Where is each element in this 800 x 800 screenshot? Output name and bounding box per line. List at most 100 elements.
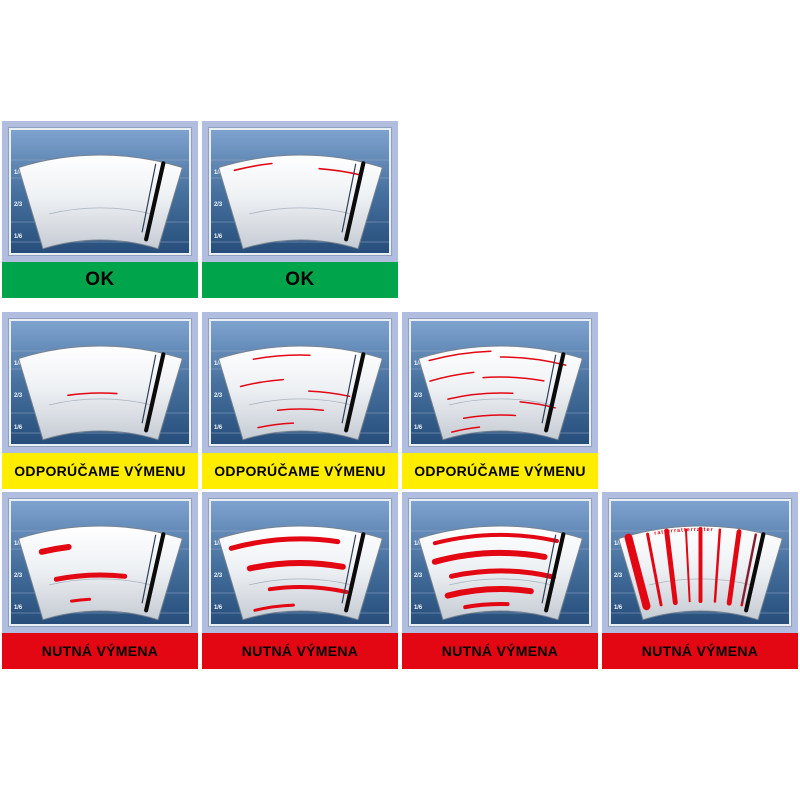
scale-label: 2/3 — [414, 393, 423, 399]
wear-streaks — [38, 544, 128, 603]
scale-label: 1/6 — [14, 605, 23, 611]
wear-streak — [70, 597, 92, 603]
wiper-blade — [544, 532, 566, 613]
wiper-blade — [144, 161, 166, 242]
blade-shadow-line — [541, 354, 557, 424]
wiper-blade — [144, 532, 166, 613]
wear-streak — [726, 529, 742, 606]
scale-label: 1/6 — [414, 605, 423, 611]
wiper-panel-frame: 1/6 2/3 1/6 — [8, 127, 192, 256]
wear-streak — [428, 350, 492, 362]
scale-label: 1/6 — [214, 425, 223, 431]
wear-streak — [257, 422, 295, 429]
wiper-test-image: 1/6 2/3 1/6 — [2, 312, 198, 453]
wiper-blade — [344, 352, 366, 433]
blade-shadow-line — [741, 534, 757, 604]
wiper-illustration: 1/6 2/3 1/6 ratterratterratter — [611, 501, 789, 624]
scale-label: 1/6 — [14, 541, 23, 547]
status-label-bar: NUTNÁ VÝMENA — [602, 633, 798, 669]
scale-label: 2/3 — [14, 573, 23, 579]
status-label-bar: ODPORÚČAME VÝMENU — [202, 453, 398, 489]
wiper-panel-frame: 1/6 2/3 1/6 — [8, 498, 192, 627]
wear-streaks — [67, 392, 118, 397]
wiper-test-card: 1/6 2/3 1/6 NUTNÁ VÝMENA — [202, 492, 398, 669]
wear-streak — [447, 392, 514, 400]
wear-streak — [684, 528, 691, 603]
wiper-test-card: 1/6 2/3 1/6 NUTNÁ VÝMENA — [402, 492, 598, 669]
wiper-test-card: 1/6 2/3 1/6 ratterratterratter NUTNÁ VÝM… — [602, 492, 798, 669]
card-row: 1/6 2/3 1/6 NUTNÁ VÝMENA — [2, 492, 798, 669]
scale-label: 1/6 — [14, 361, 23, 367]
status-label: OK — [85, 269, 115, 290]
wear-streak — [233, 162, 273, 172]
status-label-bar: ODPORÚČAME VÝMENU — [2, 453, 198, 489]
wear-streaks — [228, 536, 349, 612]
wear-streak — [308, 390, 351, 398]
wiper-illustration: 1/6 2/3 1/6 — [211, 130, 389, 253]
wiper-panel-frame: 1/6 2/3 1/6 — [208, 318, 392, 447]
wiper-illustration: 1/6 2/3 1/6 — [411, 321, 589, 444]
wiper-test-image: 1/6 2/3 1/6 ratterratterratter — [602, 492, 798, 633]
wiper-test-image: 1/6 2/3 1/6 — [202, 121, 398, 262]
wiper-swath — [17, 154, 184, 250]
scale-label: 2/3 — [614, 573, 623, 579]
wiper-panel-frame: 1/6 2/3 1/6 ratterratterratter — [608, 498, 792, 627]
wiper-test-image: 1/6 2/3 1/6 — [202, 312, 398, 453]
wiper-test-image: 1/6 2/3 1/6 — [202, 492, 398, 633]
wear-streak — [463, 602, 510, 610]
blade-shadow-line — [141, 163, 157, 233]
wear-streak — [482, 376, 545, 382]
scale-label: 2/3 — [214, 202, 223, 208]
status-label-bar: NUTNÁ VÝMENA — [2, 633, 198, 669]
status-label-bar: NUTNÁ VÝMENA — [202, 633, 398, 669]
wiper-illustration: 1/6 2/3 1/6 — [411, 501, 589, 624]
wear-streak — [646, 532, 663, 607]
scale-label: 1/6 — [214, 234, 223, 240]
swath-reflection-line — [49, 398, 152, 406]
wiper-swath — [217, 154, 384, 250]
scale-label: 2/3 — [14, 393, 23, 399]
wiper-test-card: 1/6 2/3 1/6 ODPORÚČAME VÝMENU — [2, 312, 198, 489]
scale-label: 1/6 — [214, 170, 223, 176]
wiper-swath — [217, 525, 384, 621]
wear-streak — [239, 378, 284, 388]
blade-shadow-line — [541, 534, 557, 604]
wear-streak — [664, 528, 678, 606]
wiper-test-image: 1/6 2/3 1/6 — [2, 121, 198, 262]
wiper-illustration: 1/6 2/3 1/6 — [211, 501, 389, 624]
swath-reflection-line — [49, 207, 152, 215]
swath-reflection-line — [249, 578, 352, 586]
wear-streaks — [428, 350, 567, 433]
wear-streak — [450, 426, 481, 433]
wear-streak — [432, 533, 559, 546]
scale-label: 1/6 — [414, 425, 423, 431]
wear-streak — [462, 414, 517, 420]
status-label: ODPORÚČAME VÝMENU — [414, 463, 586, 479]
wear-streak — [38, 544, 72, 555]
blade-shadow-line — [141, 354, 157, 424]
wiper-test-card: 1/6 2/3 1/6 ODPORÚČAME VÝMENU — [202, 312, 398, 489]
wear-streak — [276, 408, 325, 411]
wear-streak — [448, 568, 557, 580]
wiper-test-card: 1/6 2/3 1/6 OK — [2, 121, 198, 298]
scale-label: 1/6 — [414, 361, 423, 367]
wear-streak — [713, 528, 722, 603]
wear-streak — [267, 585, 349, 594]
status-label-bar: OK — [2, 262, 198, 298]
card-row: 1/6 2/3 1/6 ODPORÚČAME VÝMENU — [2, 312, 798, 489]
wiper-test-image: 1/6 2/3 1/6 — [402, 312, 598, 453]
scale-label: 1/6 — [214, 541, 223, 547]
blade-shadow-line — [341, 534, 357, 604]
status-label-bar: ODPORÚČAME VÝMENU — [402, 453, 598, 489]
swath-reflection-line — [49, 578, 152, 586]
wiper-panel-frame: 1/6 2/3 1/6 — [408, 318, 592, 447]
wiper-illustration: 1/6 2/3 1/6 — [11, 501, 189, 624]
scale-label: 2/3 — [14, 202, 23, 208]
wear-streak — [246, 560, 346, 572]
wear-streak — [253, 603, 295, 612]
scale-label: 1/6 — [614, 605, 623, 611]
wiper-blade — [144, 352, 166, 433]
wear-streak — [429, 371, 475, 382]
wiper-panel-frame: 1/6 2/3 1/6 — [208, 498, 392, 627]
